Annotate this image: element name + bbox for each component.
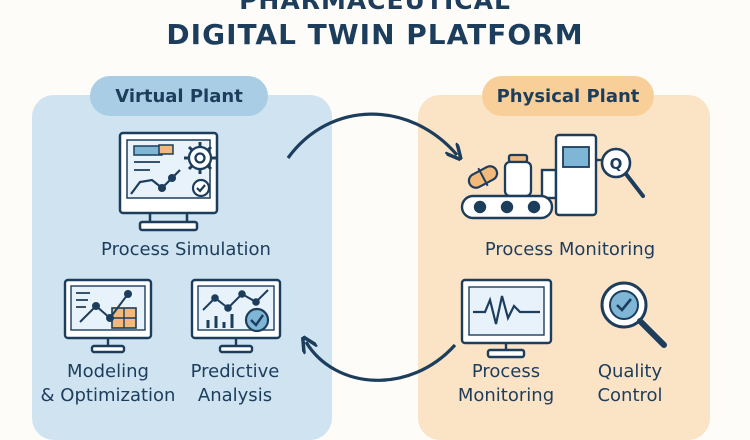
magnifier-icon: Q [600,147,645,198]
virtual-plant-heading: Virtual Plant [90,76,268,116]
title-line-1: PHARMACEUTICAL [239,0,511,15]
physical-plant-heading: Physical Plant [482,76,654,116]
quality-label-line-1: Quality [597,361,663,382]
gear-icon [184,142,216,174]
predictive-chart-icon [190,278,282,354]
title-line-2: DIGITAL TWIN PLATFORM [166,18,584,51]
waveform-monitor-icon [460,278,553,359]
simulation-monitor-icon [118,131,219,232]
quality-label-line-2: Control [597,385,663,406]
predictive-label-line-2: Analysis [197,385,273,406]
check-icon [191,178,211,198]
cycle-arrow-icon [286,112,457,382]
process-monitoring-label: Process Monitoring [484,239,656,260]
modeling-label-line-1: Modeling [67,361,149,382]
svg-text:Q: Q [610,155,623,173]
quality-magnifier-icon [600,281,667,348]
process-simulation-label: Process Simulation [101,239,271,260]
predictive-label-line-1: Predictive [190,361,280,382]
capsule-icon [467,165,499,189]
conveyor-machine-icon [460,133,606,220]
modeling-label-line-2: & Optimization [40,385,176,406]
monitoring-label-line-2: Monitoring [457,385,555,406]
diagram-artwork: Q [63,112,667,382]
monitoring-label-line-1: Process [471,361,541,382]
bottle-icon [503,153,533,198]
modeling-chart-icon [63,278,153,354]
